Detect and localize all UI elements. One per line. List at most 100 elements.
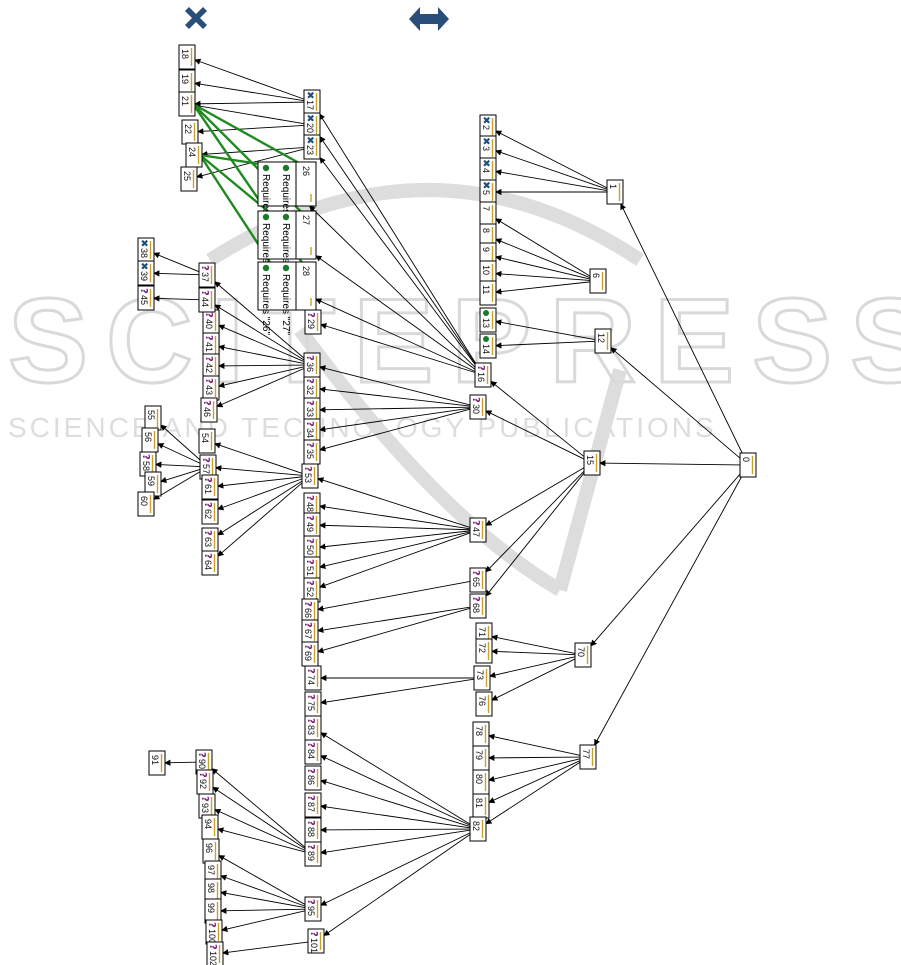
node-92[interactable]: ?92 bbox=[196, 769, 214, 795]
node-4[interactable]: ✖4 bbox=[479, 157, 497, 183]
node-44[interactable]: ?44 bbox=[198, 287, 216, 313]
node-90[interactable]: ?90 bbox=[195, 749, 213, 775]
node-37[interactable]: ?37 bbox=[198, 262, 216, 288]
node-label-group: 54 bbox=[200, 433, 210, 443]
node-23[interactable]: ✖23 bbox=[303, 134, 321, 160]
node-14[interactable]: 14 bbox=[479, 333, 497, 359]
node-99[interactable]: 99 bbox=[204, 898, 222, 924]
node-39[interactable]: ✖39 bbox=[137, 260, 155, 286]
node-1[interactable]: 1 bbox=[606, 179, 624, 205]
node-32[interactable]: ?32 bbox=[303, 375, 321, 401]
node-36[interactable]: ?36 bbox=[303, 352, 321, 378]
node-52[interactable]: ?52 bbox=[303, 577, 321, 603]
node-77[interactable]: 77 bbox=[579, 744, 597, 770]
node-93[interactable]: ?93 bbox=[198, 793, 216, 819]
node-64[interactable]: ?64 bbox=[201, 550, 219, 576]
node-53[interactable]: ?53 bbox=[301, 463, 319, 489]
node-10[interactable]: 10 bbox=[479, 260, 497, 286]
node-45[interactable]: ?45 bbox=[137, 285, 155, 311]
node-5[interactable]: ✖5 bbox=[479, 179, 497, 205]
node-34[interactable]: ?34 bbox=[303, 418, 321, 444]
node-67[interactable]: ?67 bbox=[301, 619, 319, 645]
node-16[interactable]: ?16 bbox=[474, 362, 492, 388]
node-18[interactable]: 18 bbox=[178, 44, 196, 70]
node-75[interactable]: ?75 bbox=[304, 691, 322, 717]
node-96[interactable]: 96 bbox=[202, 838, 220, 864]
node-46[interactable]: ?46 bbox=[200, 397, 218, 423]
node-62[interactable]: ?62 bbox=[201, 499, 219, 525]
node-15[interactable]: 15 bbox=[583, 450, 601, 476]
node-38[interactable]: ✖38 bbox=[137, 237, 155, 263]
node-60[interactable]: 60 bbox=[137, 491, 155, 517]
node-54[interactable]: 54 bbox=[198, 428, 216, 454]
node-56[interactable]: 56 bbox=[141, 427, 159, 453]
node-6[interactable]: 6 bbox=[589, 268, 607, 294]
node-0[interactable]: 0 bbox=[739, 452, 757, 478]
node-74[interactable]: ?74 bbox=[304, 665, 322, 691]
node-30[interactable]: ?30 bbox=[469, 394, 487, 420]
node-33[interactable]: ?33 bbox=[303, 397, 321, 423]
node-35[interactable]: ?35 bbox=[303, 439, 321, 465]
node-20[interactable]: ✖20 bbox=[303, 112, 321, 138]
node-21[interactable]: 21 bbox=[178, 91, 196, 117]
node-59[interactable]: 59 bbox=[144, 471, 162, 497]
node-50[interactable]: ?50 bbox=[303, 535, 321, 561]
node-72[interactable]: 72 bbox=[475, 638, 493, 664]
node-88[interactable]: ?88 bbox=[304, 817, 322, 843]
node-101[interactable]: ?101 bbox=[307, 928, 325, 954]
node-7[interactable]: 7 bbox=[479, 201, 497, 227]
node-label: 70 bbox=[576, 647, 586, 657]
node-51[interactable]: ?51 bbox=[303, 556, 321, 582]
node-25[interactable]: 25 bbox=[180, 166, 198, 192]
node-47[interactable]: ?47 bbox=[469, 517, 487, 543]
node-12[interactable]: 12 bbox=[594, 328, 612, 354]
node-95[interactable]: ?95 bbox=[304, 896, 322, 922]
node-3[interactable]: ✖3 bbox=[479, 135, 497, 161]
node-65[interactable]: ?65 bbox=[469, 567, 487, 593]
node-73[interactable]: 73 bbox=[473, 665, 491, 691]
node-29[interactable]: ?29 bbox=[304, 309, 322, 335]
node-68[interactable]: ?68 bbox=[469, 593, 487, 619]
node-86[interactable]: ?86 bbox=[304, 765, 322, 791]
node-79[interactable]: 79 bbox=[472, 745, 490, 771]
node-63[interactable]: ?63 bbox=[201, 527, 219, 553]
node-17[interactable]: ✖17 bbox=[303, 89, 321, 115]
node-40[interactable]: ?40 bbox=[202, 309, 220, 335]
node-42[interactable]: ?42 bbox=[202, 353, 220, 379]
node-91[interactable]: 91 bbox=[148, 750, 166, 776]
node-66[interactable]: ?66 bbox=[301, 598, 319, 624]
node-24[interactable]: 24 bbox=[185, 142, 203, 168]
node-100[interactable]: ?100 bbox=[205, 919, 223, 945]
node-78[interactable]: 78 bbox=[472, 721, 490, 747]
tree-edge bbox=[217, 482, 303, 557]
node-2[interactable]: ✖2 bbox=[479, 114, 497, 140]
node-102[interactable]: ?102 bbox=[206, 941, 224, 965]
node-80[interactable]: 80 bbox=[472, 769, 490, 795]
node-55[interactable]: 55 bbox=[144, 405, 162, 431]
node-89[interactable]: ?89 bbox=[304, 841, 322, 867]
close-icon[interactable] bbox=[185, 7, 207, 29]
node-19[interactable]: 19 bbox=[178, 69, 196, 95]
node-69[interactable]: ?69 bbox=[301, 641, 319, 667]
node-70[interactable]: 70 bbox=[574, 642, 592, 668]
node-41[interactable]: ?41 bbox=[202, 332, 220, 358]
node-82[interactable]: 82 bbox=[469, 816, 487, 842]
node-94[interactable]: 94 bbox=[201, 814, 219, 840]
node-22[interactable]: 22 bbox=[181, 119, 199, 145]
node-49[interactable]: ?49 bbox=[303, 512, 321, 538]
expand-arrows-icon[interactable] bbox=[409, 7, 449, 31]
node-11[interactable]: 11 bbox=[479, 280, 497, 306]
node-81[interactable]: 81 bbox=[472, 793, 490, 819]
node-84[interactable]: ?84 bbox=[304, 739, 322, 765]
node-83[interactable]: ?83 bbox=[304, 715, 322, 741]
node-13[interactable]: 13 bbox=[479, 307, 497, 333]
node-76[interactable]: 76 bbox=[475, 691, 493, 717]
node-48[interactable]: ?48 bbox=[303, 492, 321, 518]
node-8[interactable]: 8 bbox=[479, 223, 497, 249]
node-87[interactable]: ?87 bbox=[304, 792, 322, 818]
node-43[interactable]: ?43 bbox=[202, 375, 220, 401]
node-61[interactable]: ?61 bbox=[201, 474, 219, 500]
